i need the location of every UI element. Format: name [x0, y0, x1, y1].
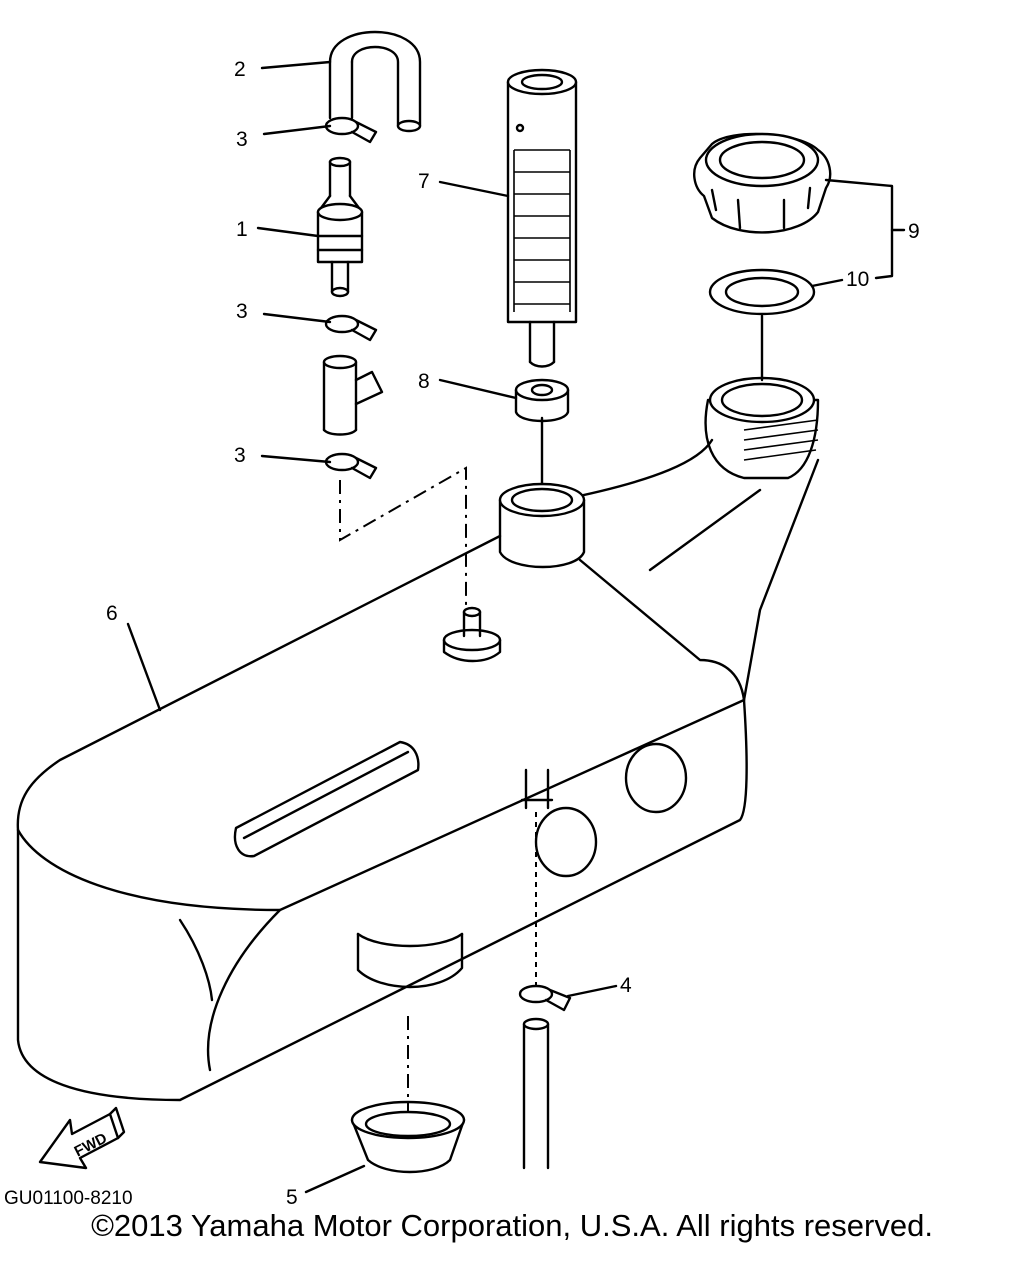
seal [514, 378, 570, 423]
callout-3-upper: 3 [236, 128, 248, 151]
callout-1: 1 [236, 218, 248, 241]
tank-cap [693, 132, 832, 234]
hose-clip-bottom [518, 984, 572, 1012]
fwd-arrow-icon: FWD [38, 1106, 126, 1170]
hose-clip-middle [324, 314, 378, 342]
callout-9: 9 [908, 220, 920, 243]
assembly-guide-lines [339, 314, 764, 1112]
callout-7: 7 [418, 170, 430, 193]
fuel-filter [316, 156, 364, 298]
bent-hose [328, 30, 422, 133]
callout-2: 2 [234, 58, 246, 81]
figure-code: GU01100-8210 [4, 1188, 133, 1209]
callout-6: 6 [106, 602, 118, 625]
callout-3-middle: 3 [236, 300, 248, 323]
leader-lines [126, 60, 906, 1194]
callout-4: 4 [620, 974, 632, 997]
t-joint [322, 354, 384, 436]
callout-3-lower: 3 [234, 444, 246, 467]
callout-10: 10 [846, 268, 869, 291]
callout-5: 5 [286, 1186, 298, 1209]
strainer [506, 68, 578, 368]
hose-clip-upper [324, 116, 378, 144]
gasket [708, 268, 816, 316]
drain-hose [522, 1017, 550, 1170]
callout-8: 8 [418, 370, 430, 393]
copyright-notice: ©2013 Yamaha Motor Corporation, U.S.A. A… [91, 1208, 933, 1243]
hose-clip-lower [324, 452, 378, 480]
grommet [350, 1100, 466, 1174]
oil-tank [16, 376, 820, 1102]
